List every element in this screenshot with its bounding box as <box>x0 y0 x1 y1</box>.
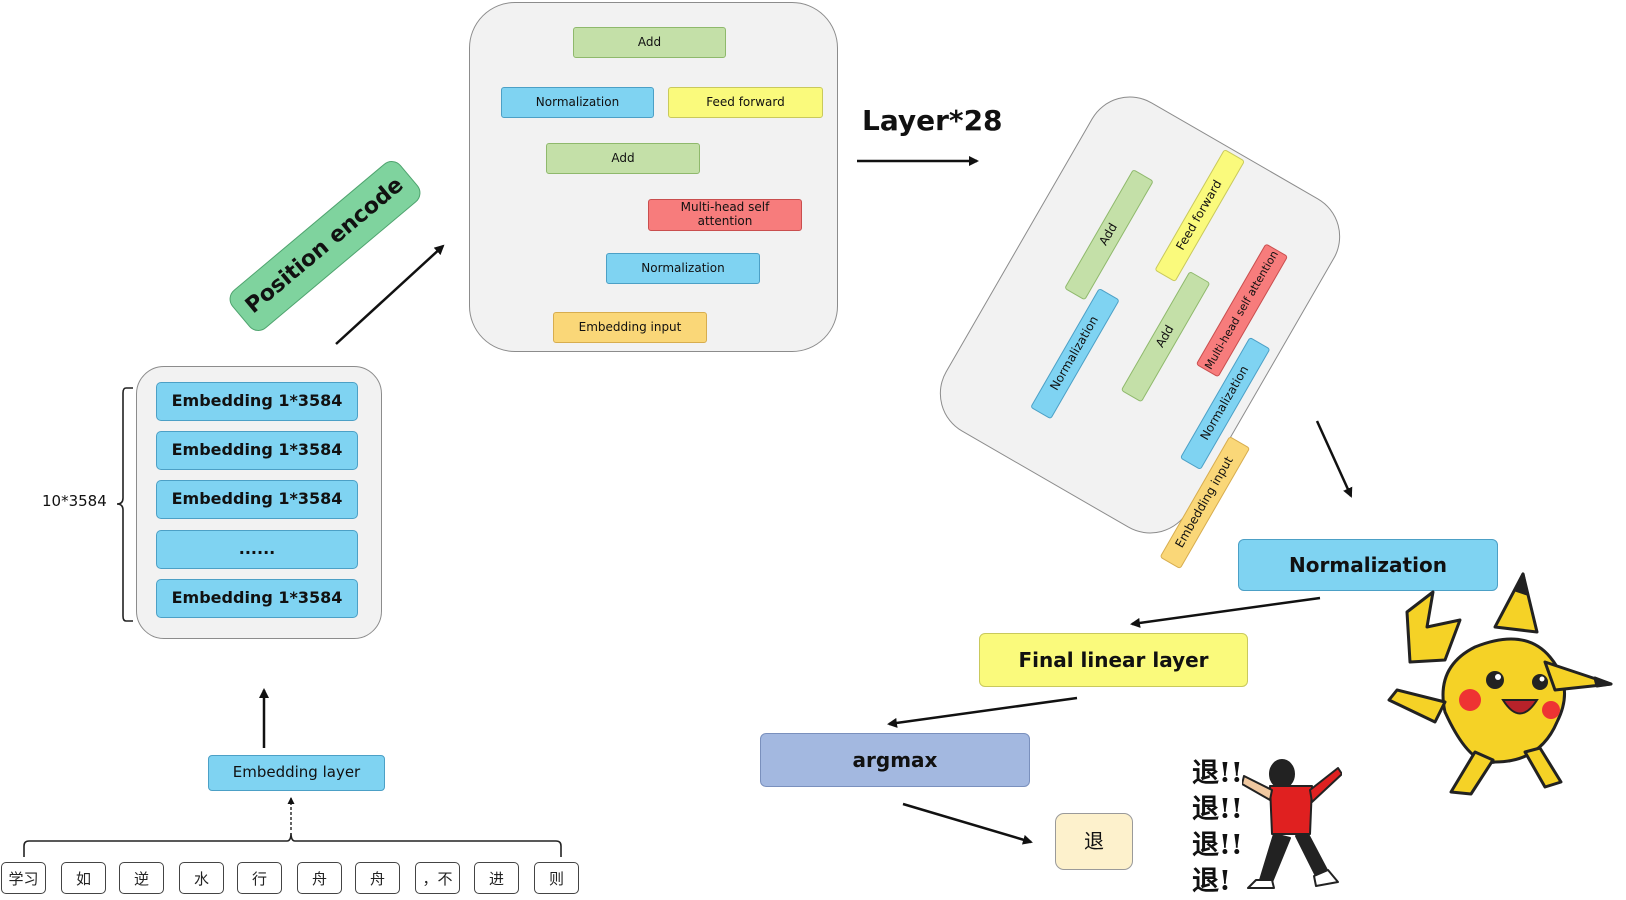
embedding-row: Embedding 1*3584 <box>156 382 358 421</box>
embedding-input-box: Embedding input <box>553 312 707 343</box>
pikachu-illustration <box>1387 572 1613 796</box>
embedding-layer-box: Embedding layer <box>208 755 385 791</box>
multi-head-attention-box: Multi-head self attention <box>648 199 802 231</box>
meme-text: 退!! <box>1192 794 1243 825</box>
token-brace <box>23 832 562 857</box>
transformer-block-panel <box>469 2 838 352</box>
arrow-argmax-to-output <box>902 802 1033 845</box>
token: 水 <box>179 862 224 894</box>
token: 舟 <box>355 862 400 894</box>
token: 如 <box>61 862 106 894</box>
layers-label: Layer*28 <box>862 104 1003 137</box>
embedding-row: Embedding 1*3584 <box>156 579 358 618</box>
add-top-box: Add <box>573 27 726 58</box>
normalization-box: Normalization <box>501 87 654 118</box>
output-token-box: 退 <box>1055 813 1133 870</box>
meme-text: 退!! <box>1192 758 1243 789</box>
final-normalization-box: Normalization <box>1238 539 1498 591</box>
arrow-normalization-to-linear <box>1130 596 1321 628</box>
add-mid-box: Add <box>546 143 700 174</box>
embedding-row: Embedding 1*3584 <box>156 431 358 470</box>
arrow-matrix-to-block <box>335 244 445 345</box>
meme-text: 退! <box>1192 866 1231 897</box>
meme-text: 退!! <box>1192 830 1243 861</box>
token: 舟 <box>297 862 342 894</box>
final-linear-layer-box: Final linear layer <box>979 633 1248 687</box>
token: 则 <box>534 862 579 894</box>
embedding-row-ellipsis: ...... <box>156 530 358 569</box>
matrix-size-label: 10*3584 <box>42 492 107 510</box>
matrix-brace <box>116 387 133 622</box>
arrow-linear-to-argmax <box>887 696 1078 728</box>
normalization-low-box: Normalization <box>606 253 760 284</box>
arrow-layers-to-normalization <box>1315 420 1353 498</box>
token: 行 <box>237 862 282 894</box>
dancing-man-illustration <box>1242 759 1342 889</box>
token: 进 <box>474 862 519 894</box>
token: ，不 <box>415 862 460 894</box>
meme-text-group: 退!! 退!! 退!! 退! <box>1192 756 1252 900</box>
feed-forward-box: Feed forward <box>668 87 823 118</box>
token: 学习 <box>1 862 46 894</box>
argmax-box: argmax <box>760 733 1030 787</box>
embedding-row: Embedding 1*3584 <box>156 480 358 519</box>
token: 逆 <box>119 862 164 894</box>
